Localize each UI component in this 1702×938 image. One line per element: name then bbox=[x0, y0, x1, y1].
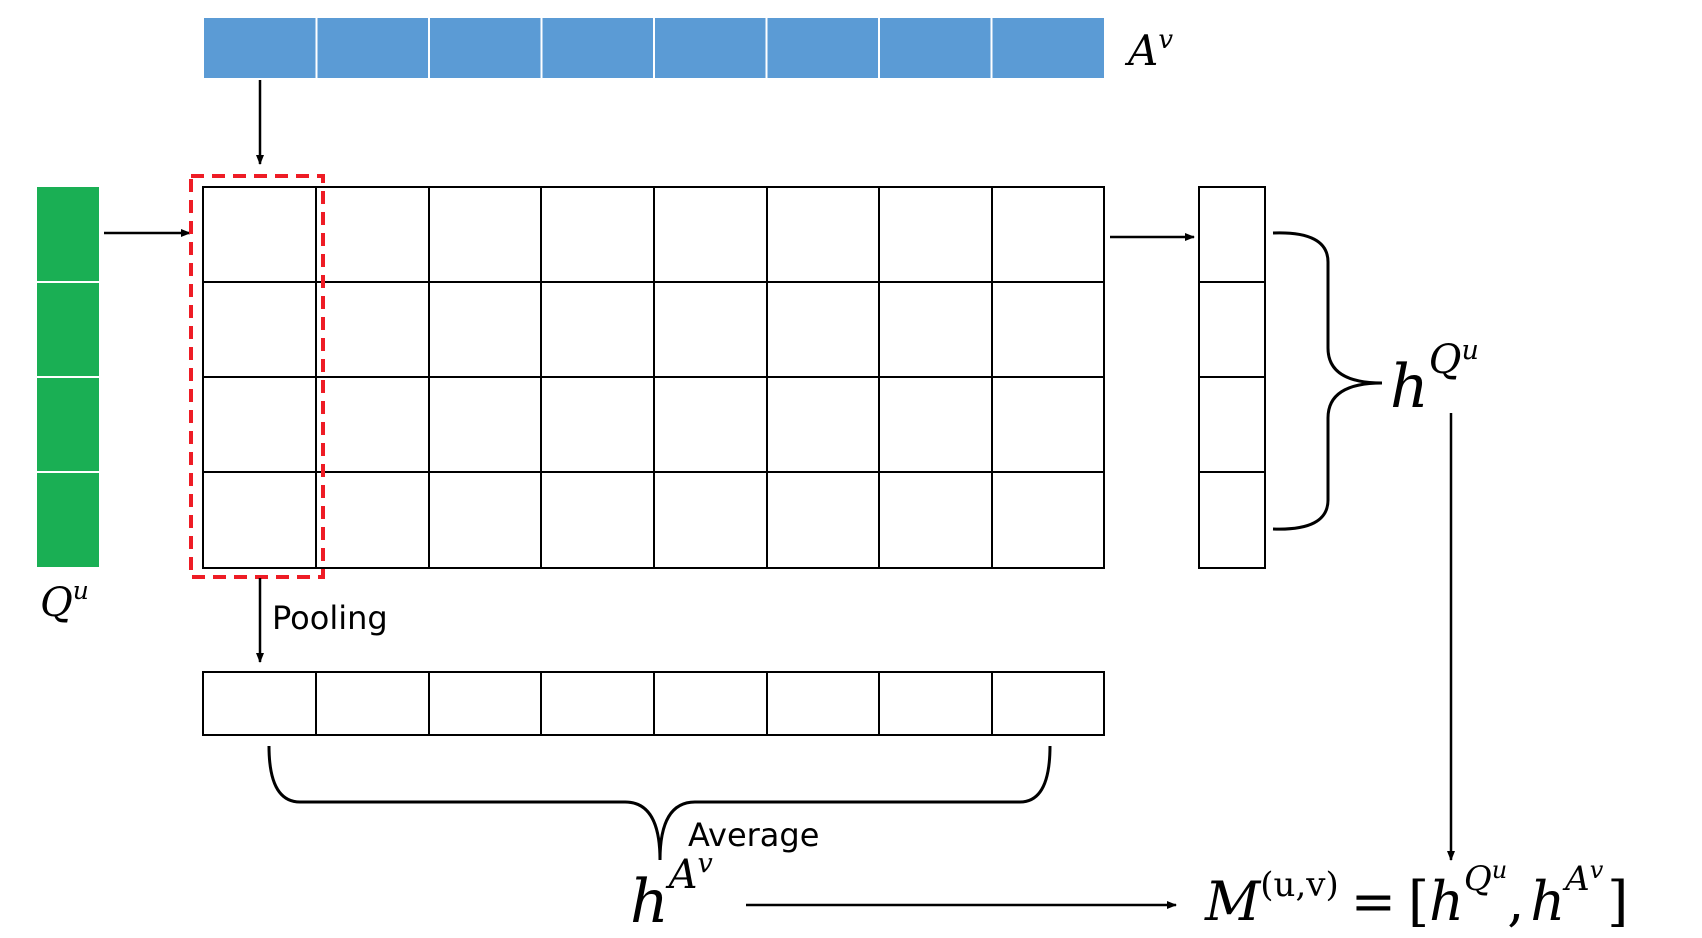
bottom-curly-brace bbox=[267, 745, 1052, 861]
result-formula: M(u,v)=[hQu,hAv] bbox=[1204, 856, 1628, 933]
hqu-label: hQu bbox=[1390, 335, 1479, 422]
row-pooled-column bbox=[1198, 186, 1266, 569]
pooled-vector bbox=[202, 671, 1105, 736]
question-vector bbox=[37, 187, 99, 567]
question-vector-label: Qu bbox=[40, 576, 89, 626]
hav-label: hAv bbox=[630, 848, 713, 937]
right-curly-brace bbox=[1272, 231, 1383, 531]
pooling-label: Pooling bbox=[272, 599, 388, 637]
interaction-matrix bbox=[202, 186, 1105, 569]
answer-vector bbox=[204, 18, 1104, 78]
pooling-window-highlight bbox=[189, 174, 325, 579]
average-label: Average bbox=[688, 816, 819, 854]
answer-vector-label: Av bbox=[1124, 25, 1173, 75]
